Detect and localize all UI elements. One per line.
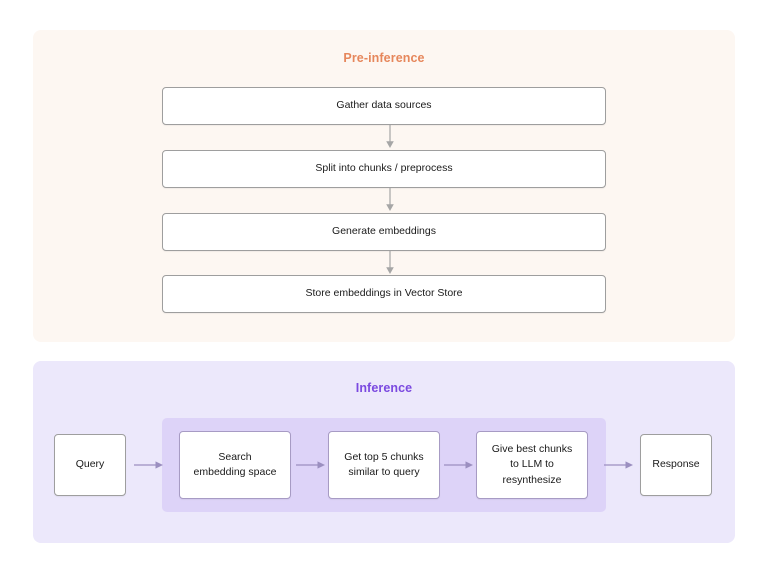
node-give-best-chunks-to-llm: Give best chunks to LLM to resynthesize	[476, 431, 588, 499]
connector-query-to-search	[134, 458, 164, 472]
node-gather-data-sources: Gather data sources	[162, 87, 606, 125]
node-search-embedding-space: Search embedding space	[179, 431, 291, 499]
node-generate-embeddings: Generate embeddings	[162, 213, 606, 251]
node-response: Response	[640, 434, 712, 496]
node-query: Query	[54, 434, 126, 496]
pre-inference-title: Pre-inference	[343, 51, 425, 65]
node-get-top-5-chunks: Get top 5 chunks similar to query	[328, 431, 440, 499]
connector-search-to-topk	[296, 458, 326, 472]
node-store-embeddings-vector-store: Store embeddings in Vector Store	[162, 275, 606, 313]
connector-topk-to-llm	[444, 458, 474, 472]
connector-llm-to-response	[604, 458, 634, 472]
connector-split-to-embed	[383, 188, 397, 212]
node-split-into-chunks: Split into chunks / preprocess	[162, 150, 606, 188]
connector-embed-to-store	[383, 251, 397, 275]
connector-gather-to-split	[383, 125, 397, 149]
inference-title: Inference	[355, 381, 413, 395]
